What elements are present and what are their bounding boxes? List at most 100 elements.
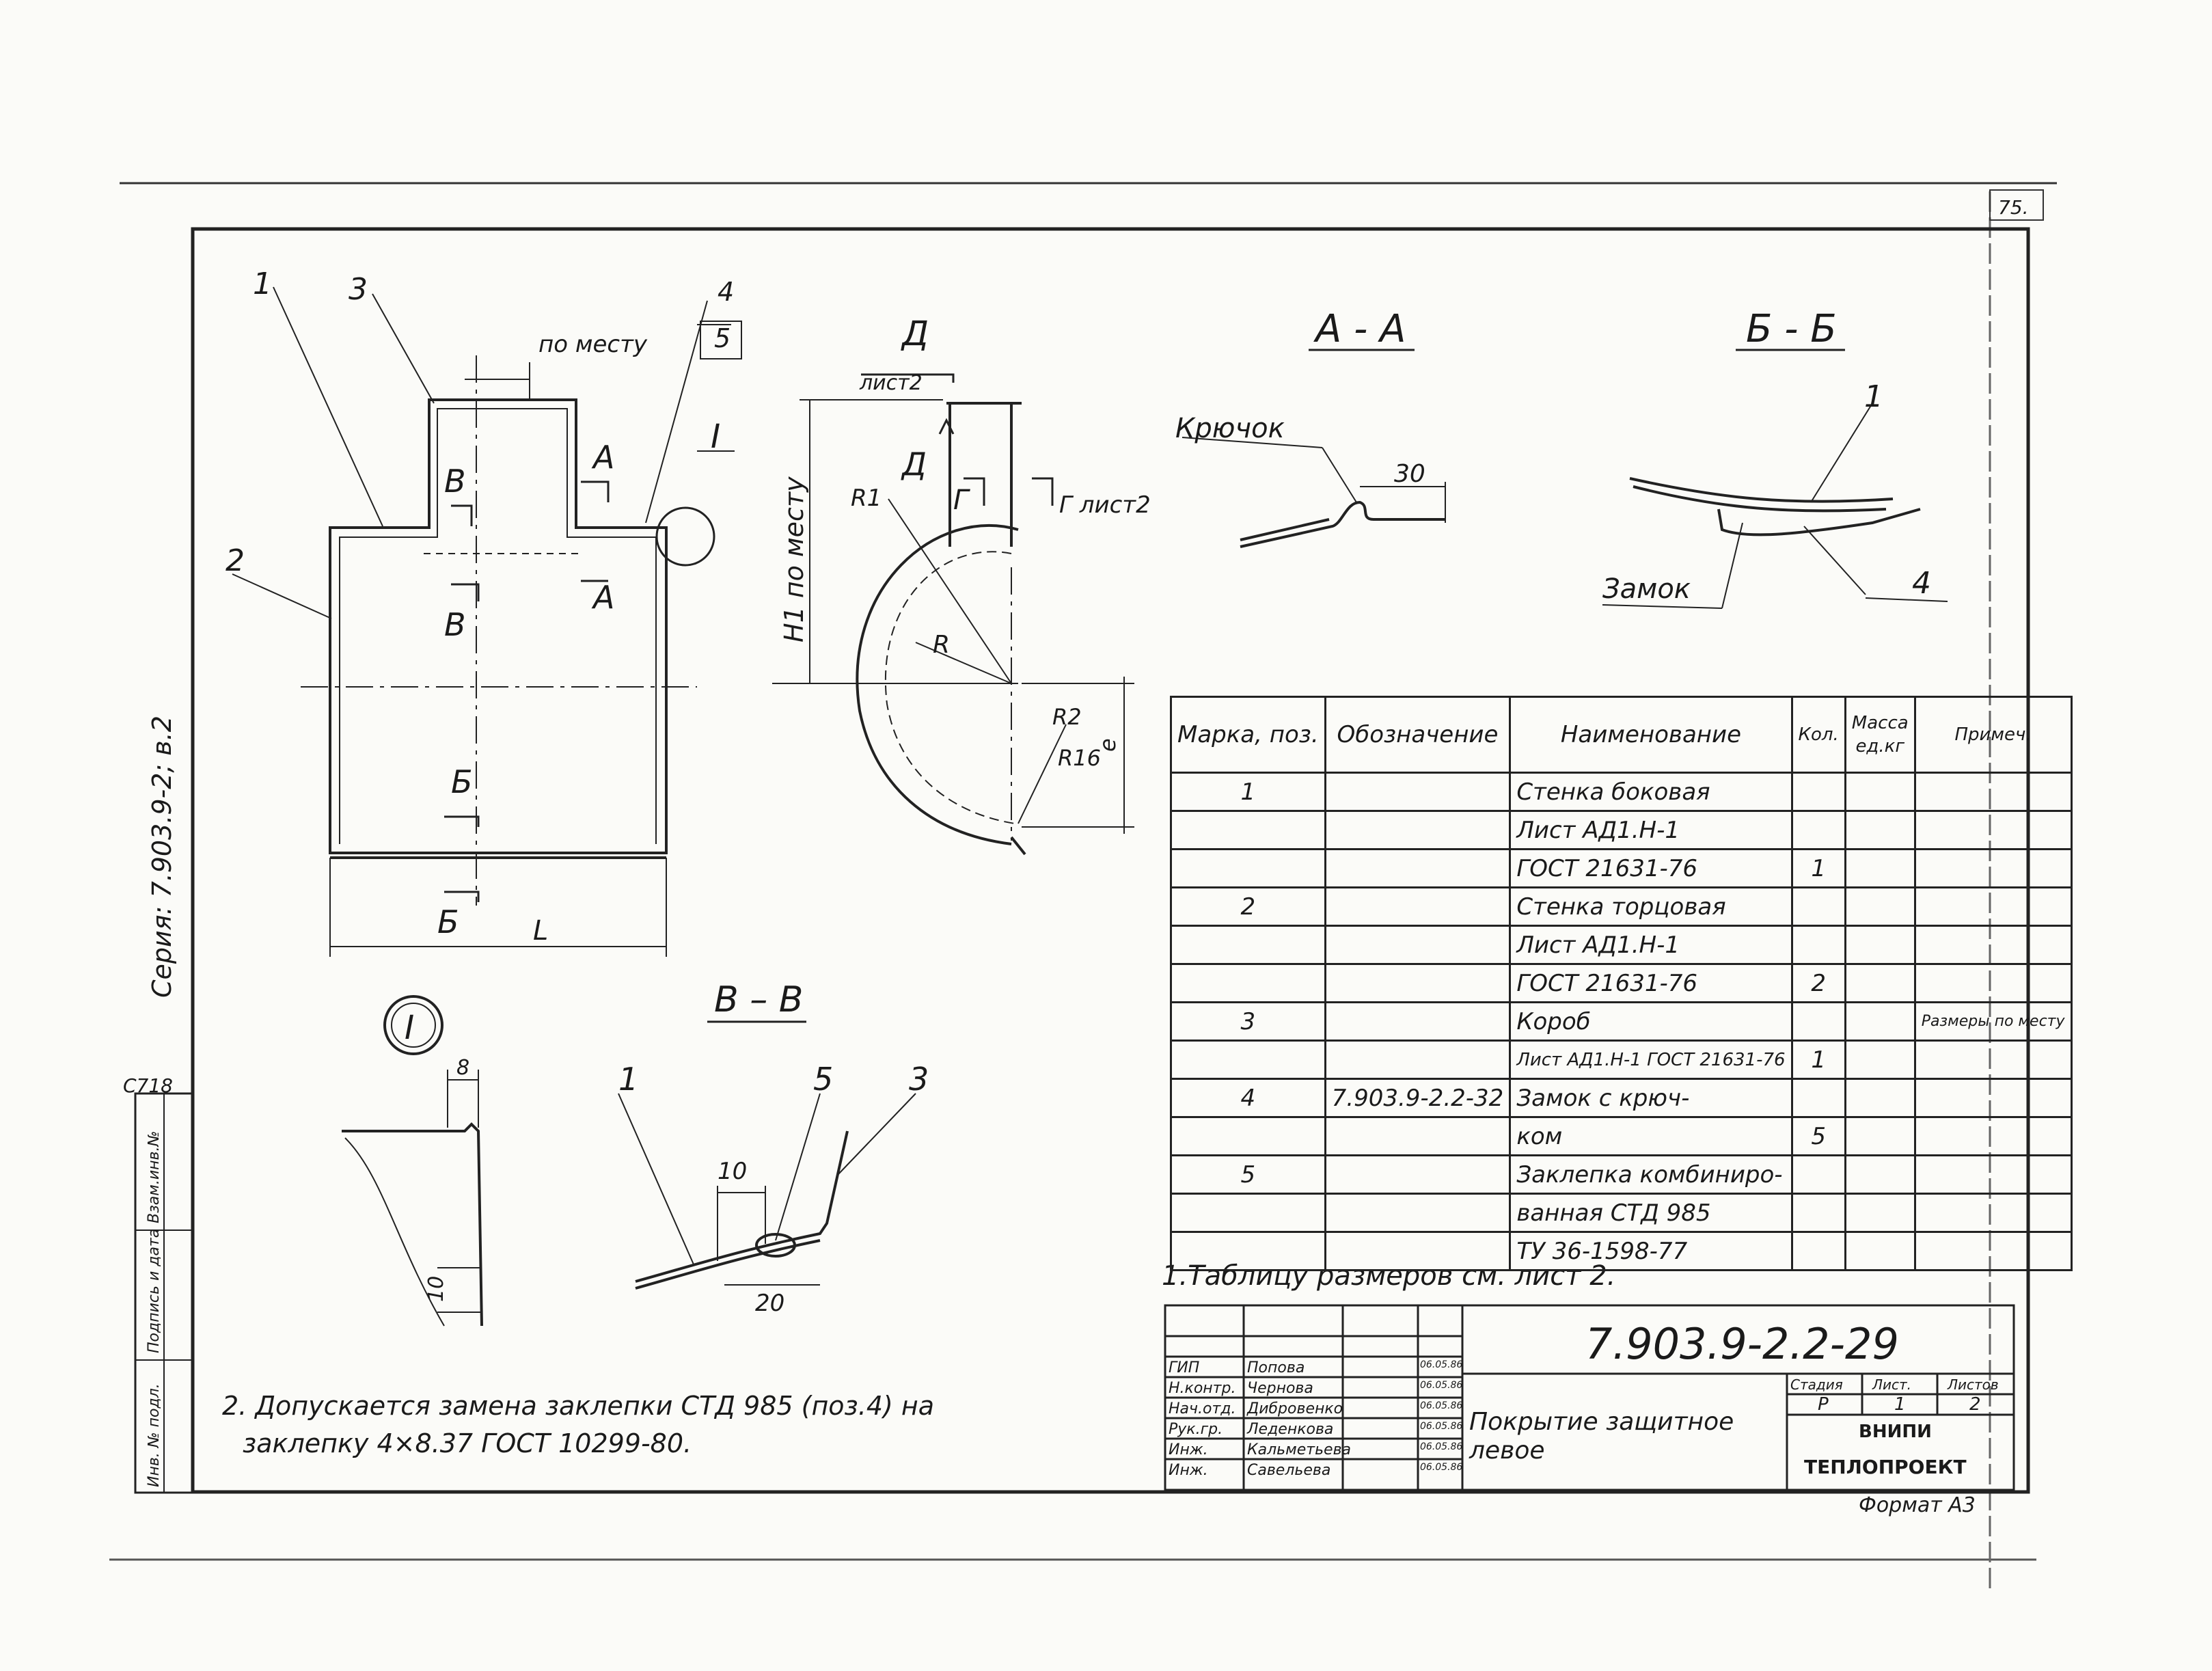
spec-cell: 4	[1170, 1078, 1326, 1118]
spec-cell: Лист АД1.Н-1 ГОСТ 21631-76	[1509, 1040, 1793, 1080]
section-aa-drawing	[1182, 437, 1446, 548]
spec-cell	[1170, 1193, 1326, 1233]
side-r1: R1	[851, 485, 882, 512]
section-mark-a2: А	[591, 579, 614, 616]
side-mark-g-sheet: Г лист2	[1059, 491, 1151, 519]
spec-cell	[1844, 886, 1916, 927]
spec-cell	[1844, 1040, 1916, 1080]
spec-cell	[1844, 1154, 1916, 1195]
spec-row: Лист АД1.Н-1	[1170, 810, 2073, 850]
spec-cell	[1790, 1154, 1846, 1195]
spec-cell	[1790, 925, 1846, 965]
spec-row: Лист АД1.Н-1	[1170, 925, 2073, 965]
sheet-value: 1	[1894, 1394, 1906, 1415]
spec-cell	[1913, 886, 2073, 927]
spec-cell	[1170, 848, 1326, 888]
main-callout-2: 2	[226, 543, 245, 578]
note-2-line-2: заклепку 4×8.37 ГОСТ 10299-80.	[243, 1428, 692, 1458]
spec-cell	[1324, 1001, 1512, 1042]
spec-cell	[1844, 1193, 1916, 1233]
spec-cell: 1	[1170, 772, 1326, 812]
spec-cell: 2	[1790, 963, 1846, 1003]
spec-header-designation: Обозначение	[1324, 696, 1512, 774]
spec-cell: 1	[1790, 848, 1846, 888]
section-mark-b1: Б	[451, 763, 473, 800]
doc-title: Покрытие защитное левое	[1469, 1408, 1734, 1465]
section-mark-a1: А	[591, 439, 614, 476]
main-callout-1: 1	[253, 267, 272, 301]
spec-cell	[1913, 925, 2073, 965]
note-2-line-1: 2. Допускается замена заклепки СТД 985 (…	[222, 1391, 934, 1421]
spec-cell	[1844, 848, 1916, 888]
signer-name: Дибровенко	[1247, 1400, 1343, 1417]
spec-cell: Заклепка комбиниро-	[1509, 1154, 1793, 1195]
spec-cell	[1790, 1193, 1846, 1233]
section-vv-dim-10: 10	[718, 1158, 747, 1185]
spec-row: ТУ 36-1598-77	[1170, 1231, 2073, 1271]
section-bb-callout-1: 1	[1864, 379, 1883, 414]
spec-cell: 2	[1170, 886, 1326, 927]
spec-header-name: Наименование	[1509, 696, 1793, 774]
spec-cell	[1324, 886, 1512, 927]
spec-cell	[1324, 1231, 1512, 1271]
sign-date: 06.05.86	[1420, 1441, 1463, 1452]
side-stamp-inv: Инв. № подл.	[146, 1383, 163, 1487]
spec-header-mark: Марка, поз.	[1170, 696, 1326, 774]
spec-cell	[1844, 925, 1916, 965]
detail-i-dim-8: 8	[456, 1056, 469, 1080]
spec-cell	[1844, 1078, 1916, 1118]
org-name-1: ВНИПИ	[1859, 1422, 1932, 1442]
spec-cell	[1913, 1193, 2073, 1233]
side-mark-d2: Д	[901, 446, 927, 483]
spec-cell	[1844, 1231, 1916, 1271]
page-number: 75.	[1998, 196, 2029, 219]
spec-cell	[1324, 772, 1512, 812]
main-dim-l: L	[533, 915, 548, 947]
section-aa-title: А - А	[1313, 307, 1406, 351]
doc-code: 7.903.9-2.2-29	[1585, 1319, 1899, 1369]
side-mark-d: Д	[901, 314, 929, 353]
side-view	[772, 373, 1134, 856]
section-mark-v1: В	[444, 463, 466, 500]
side-sheet2: лист2	[859, 371, 923, 395]
sheets-value: 2	[1969, 1394, 1981, 1415]
main-callout-4: 4	[718, 277, 734, 307]
spec-cell: 7.903.9-2.2-32	[1324, 1078, 1512, 1118]
section-vv-dim-20: 20	[755, 1290, 784, 1317]
sheet-header: Лист.	[1872, 1376, 1912, 1393]
spec-cell	[1170, 1231, 1326, 1271]
spec-cell	[1844, 810, 1916, 850]
spec-cell: Замок с крюч-	[1509, 1078, 1793, 1118]
sign-date: 06.05.86	[1420, 1462, 1463, 1473]
detail-i-drawing	[342, 1070, 483, 1327]
org-name-2: ТЕПЛОПРОЕКТ	[1804, 1456, 1967, 1478]
spec-cell: Лист АД1.Н-1	[1509, 925, 1793, 965]
signer-name: Леденкова	[1247, 1421, 1334, 1438]
spec-cell	[1913, 1040, 2073, 1080]
spec-cell: Лист АД1.Н-1	[1509, 810, 1793, 850]
section-vv-callout-5: 5	[813, 1061, 833, 1098]
sign-date: 06.05.86	[1420, 1400, 1463, 1411]
spec-cell	[1790, 1001, 1846, 1042]
side-r16: R16	[1058, 745, 1101, 771]
spec-cell	[1913, 1116, 2073, 1156]
spec-header-note: Примеч.	[1913, 696, 2073, 774]
spec-cell: Размеры по месту	[1913, 1001, 2073, 1042]
spec-cell: ванная СТД 985	[1509, 1193, 1793, 1233]
spec-cell	[1324, 1040, 1512, 1080]
signer-name: Савельева	[1247, 1462, 1331, 1479]
spec-table: Марка, поз. Обозначение Наименование Кол…	[1170, 696, 2073, 1271]
spec-cell	[1324, 848, 1512, 888]
main-dim-top: по месту	[538, 331, 648, 358]
title-block-frame	[1164, 1304, 2015, 1491]
spec-header-qty: Кол.	[1790, 696, 1846, 774]
spec-cell	[1170, 1116, 1326, 1156]
section-bb-lock: Замок	[1602, 573, 1691, 605]
